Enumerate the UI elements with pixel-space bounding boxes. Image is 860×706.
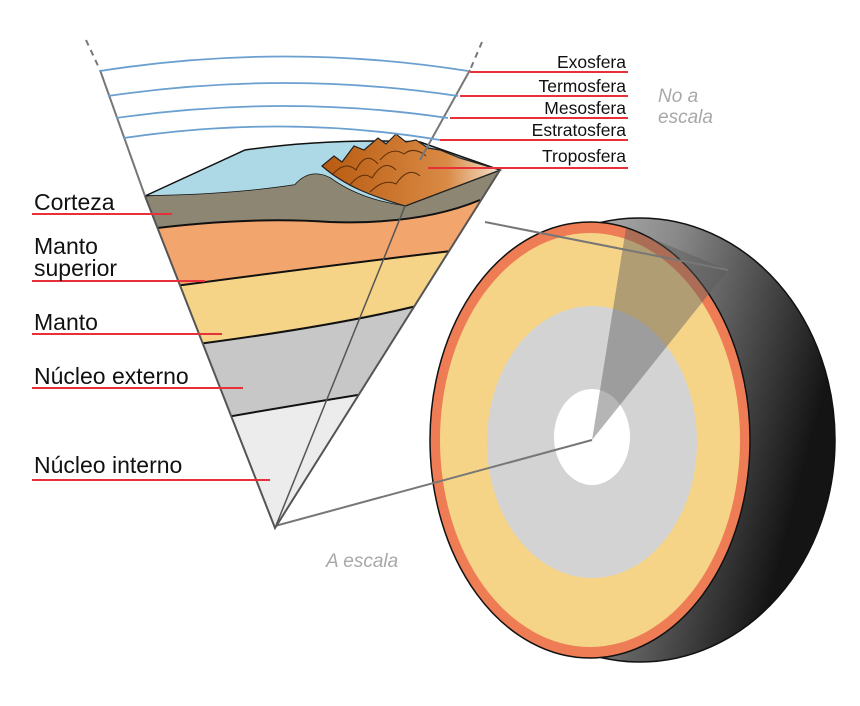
note-not-to-scale-line2: escala [658, 107, 713, 128]
atmo-left-edge [99, 69, 146, 197]
label-exosfera: Exosfera [557, 52, 626, 72]
atmo-arc-1 [99, 55, 469, 72]
earth-sphere [429, 217, 836, 663]
atmo-arc-4 [123, 125, 441, 141]
wedge-outline [144, 169, 501, 531]
label-estratosfera: Estratosfera [532, 120, 627, 140]
note-to-scale: A escala [325, 551, 398, 572]
label-manto-superior-line2: superior [34, 255, 117, 281]
connector-bottom [274, 439, 593, 527]
label-corteza: Corteza [34, 189, 115, 215]
atmo-arc-3 [115, 105, 449, 119]
mountain-ridges [331, 150, 427, 193]
wedge-land-strip [145, 174, 405, 210]
label-manto-superior-line1: Manto [34, 233, 98, 259]
atmosphere-labels: Exosfera Termosfera Mesosfera Estratosfe… [532, 52, 627, 166]
wedge-mantle [145, 250, 500, 356]
atmo-left-dash [85, 39, 101, 71]
atmo-arc-2 [107, 82, 459, 97]
note-not-to-scale-line1: No a [658, 86, 698, 107]
connector-top [484, 221, 729, 271]
layer-labels: Corteza Manto superior Manto Núcleo exte… [34, 189, 189, 478]
leader-lines [32, 71, 628, 481]
atmo-right-edge [419, 69, 471, 161]
wedge-mountains [321, 133, 502, 207]
label-manto: Manto [34, 309, 98, 335]
atmosphere [85, 39, 483, 197]
label-troposfera: Troposfera [542, 146, 626, 166]
scale-connectors [274, 221, 729, 527]
label-termosfera: Termosfera [538, 76, 626, 96]
sphere-section-inner-core [554, 389, 630, 485]
sphere-wedge-highlight [592, 228, 728, 440]
atmo-right-dash [469, 41, 483, 71]
label-mesosfera: Mesosfera [544, 98, 626, 118]
label-nucleo-interno: Núcleo interno [34, 452, 182, 478]
label-nucleo-externo: Núcleo externo [34, 363, 189, 389]
wedge-front-edge [274, 205, 406, 529]
